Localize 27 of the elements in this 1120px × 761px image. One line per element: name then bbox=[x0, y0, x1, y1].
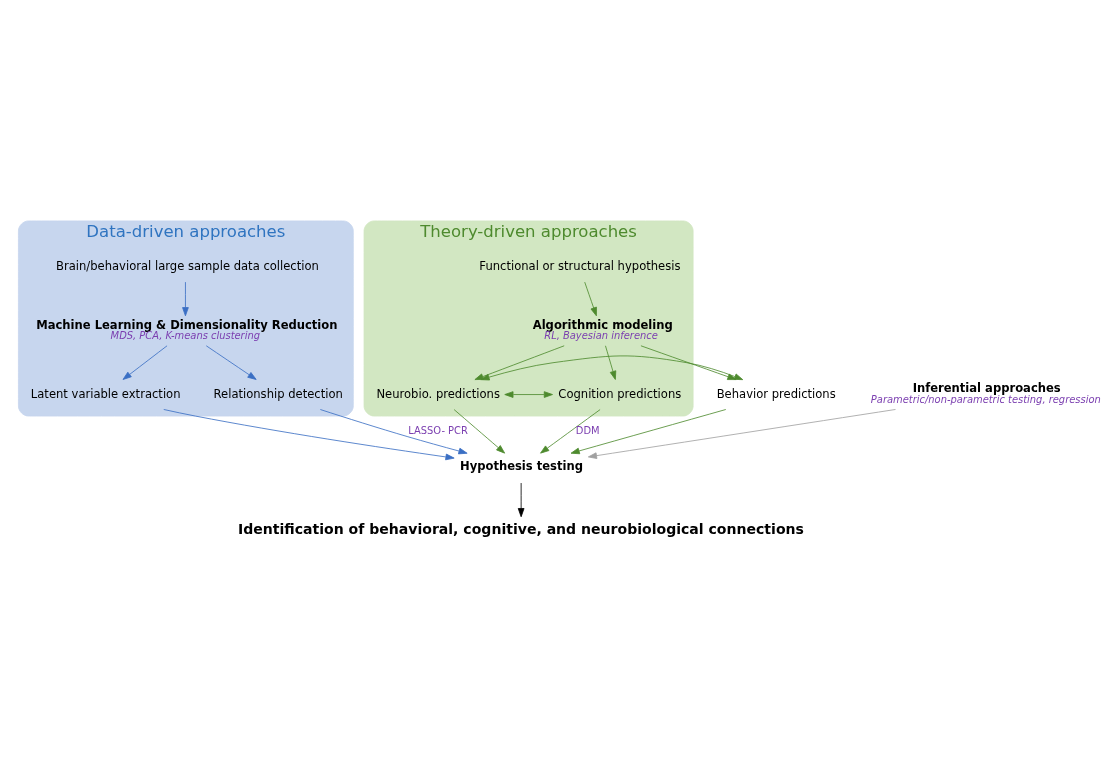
node-text: Brain/behavioral large sample data collection bbox=[56, 259, 319, 274]
arrow bbox=[605, 345, 617, 380]
arrow bbox=[504, 391, 553, 398]
node-text: Machine Learning & Dimensionality Reduction MDS, PCA, K-means clustering bbox=[36, 317, 338, 341]
arrow bbox=[122, 345, 168, 380]
arrow bbox=[517, 482, 525, 518]
node-text: Hypothesis testing bbox=[459, 459, 583, 474]
arrow bbox=[205, 345, 257, 380]
arrow bbox=[163, 409, 455, 461]
arrow bbox=[570, 409, 727, 455]
arrow bbox=[587, 409, 896, 459]
arrow bbox=[474, 345, 565, 381]
arrow bbox=[540, 409, 601, 454]
arrow bbox=[584, 281, 597, 317]
node-text: Identification of behavioral, cognitive, and neurobiological connections bbox=[237, 521, 804, 538]
edge-label: DDM bbox=[575, 424, 600, 436]
node-text: Functional or structural hypothesis bbox=[479, 259, 681, 274]
node-text: Inferential approaches Parametric/non-parametric testing, regression bbox=[870, 381, 1101, 405]
node-text: Behavior predictions bbox=[716, 386, 836, 401]
node-text: Latent variable extraction bbox=[30, 386, 181, 401]
edge-label: LASSO- PCR bbox=[408, 424, 468, 436]
node-text: Relationship detection bbox=[213, 386, 343, 401]
node-text: Algorithmic modeling RL, Bayesian inference bbox=[532, 317, 673, 341]
node-text: Cognition predictions bbox=[558, 386, 682, 401]
arrow bbox=[182, 281, 189, 317]
arrow bbox=[319, 409, 468, 455]
node-text: Neurobio. predictions bbox=[376, 386, 500, 401]
